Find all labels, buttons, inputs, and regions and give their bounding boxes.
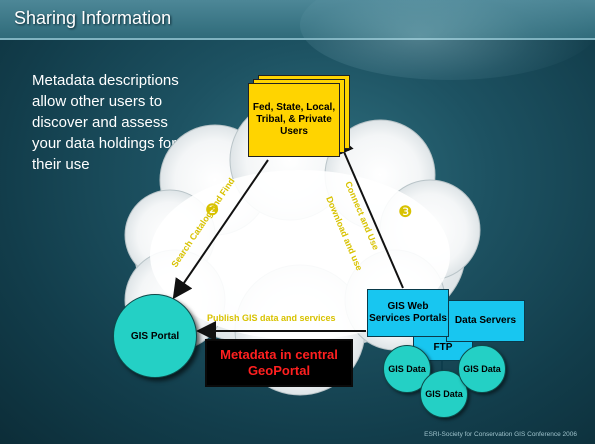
footer-text: ESRI-Society for Conservation GIS Confer… [424,431,577,438]
users-card: Fed, State, Local, Tribal, & Private Use… [248,83,340,157]
data-servers-box: Data Servers [446,300,525,342]
step-three-label: ❸ [398,202,412,221]
search-arrow [172,159,269,300]
body-line: your data holdings for [32,135,177,152]
body-line: their use [32,156,90,173]
publish-arrow-label: Publish GIS data and services [207,313,336,323]
body-text: Metadata descriptions allow other users … [32,70,242,175]
slide-title: Sharing Information [14,8,172,28]
gis-data-node: GIS Data [458,345,506,393]
metadata-geoportal-box: Metadata in central GeoPortal [205,339,353,387]
connect-arrow [335,134,404,289]
gis-web-services-box: GIS Web Services Portals [367,289,449,337]
body-line: discover and assess [32,114,168,131]
step-two-label: ❷ [205,200,219,219]
gis-portal-node: GIS Portal [113,294,197,378]
body-line: Metadata descriptions [32,72,179,89]
body-line: allow other users to [32,93,163,110]
